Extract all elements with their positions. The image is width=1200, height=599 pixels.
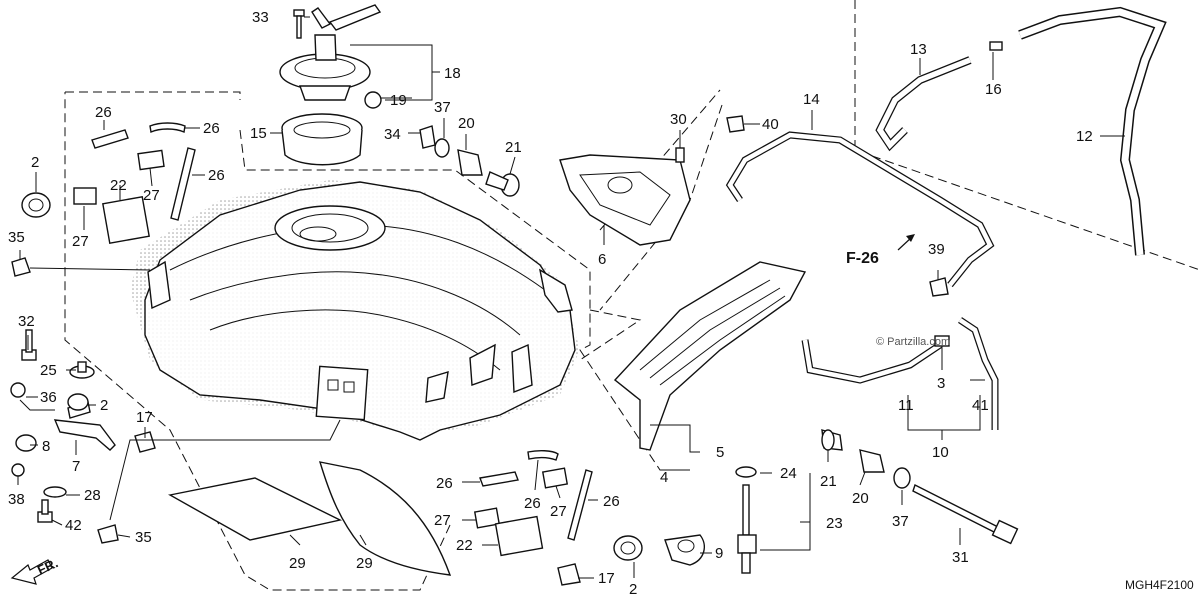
callout-26-f[interactable]: 26 — [603, 493, 620, 510]
callout-7[interactable]: 7 — [72, 458, 80, 475]
front-arrow: FR. — [10, 555, 60, 585]
watermark: © Partzilla.com — [876, 336, 950, 348]
callout-19[interactable]: 19 — [390, 92, 407, 109]
callout-22-b[interactable]: 22 — [456, 537, 473, 554]
callout-14[interactable]: 14 — [803, 91, 820, 108]
callout-34[interactable]: 34 — [384, 126, 401, 143]
callout-37-upper[interactable]: 37 — [434, 99, 451, 116]
callout-28[interactable]: 28 — [84, 487, 101, 504]
callout-29-b[interactable]: 29 — [356, 555, 373, 572]
callout-13[interactable]: 13 — [910, 41, 927, 58]
callout-37-lower[interactable]: 37 — [892, 513, 909, 530]
callout-22-a[interactable]: 22 — [110, 177, 127, 194]
side-cover-4-5 — [613, 261, 807, 451]
callout-36[interactable]: 36 — [40, 389, 57, 406]
clip-35-lower — [97, 524, 119, 544]
fuel-cap — [279, 4, 382, 101]
callout-26-b[interactable]: 26 — [203, 120, 220, 137]
pads-29 — [168, 461, 452, 576]
callout-26-e[interactable]: 26 — [524, 495, 541, 512]
rubber-set-lower — [473, 449, 593, 557]
callout-3[interactable]: 3 — [937, 375, 945, 392]
diagram-code: MGH4F2100 — [1125, 578, 1194, 592]
bolt-30 — [675, 147, 685, 163]
callout-26-c[interactable]: 26 — [208, 167, 225, 184]
callout-2-lower[interactable]: 2 — [629, 581, 637, 598]
fitting-16 — [989, 41, 1003, 51]
callout-25[interactable]: 25 — [40, 362, 57, 379]
callout-35-lower[interactable]: 35 — [135, 529, 152, 546]
clip-17-lower — [557, 563, 581, 586]
reference-label[interactable]: F-26 — [846, 250, 879, 267]
clip-40 — [726, 115, 745, 133]
hose-region-boundary — [854, 0, 1200, 271]
callout-27-b[interactable]: 27 — [72, 233, 89, 250]
grommet-set-upper — [419, 125, 520, 197]
screw-33 — [293, 9, 305, 39]
callout-23[interactable]: 23 — [826, 515, 843, 532]
callout-9[interactable]: 9 — [715, 545, 723, 562]
fuel-tank — [130, 180, 580, 441]
grommet-2-left — [21, 192, 51, 218]
callout-16[interactable]: 16 — [985, 81, 1002, 98]
callout-6[interactable]: 6 — [598, 251, 606, 268]
callout-2-upper[interactable]: 2 — [31, 154, 39, 171]
drain-9 — [664, 534, 706, 566]
callout-20-lower[interactable]: 20 — [852, 490, 869, 507]
rubber-set-left — [73, 122, 196, 244]
callout-1[interactable]: 2 — [100, 397, 108, 414]
callout-41[interactable]: 41 — [972, 397, 989, 414]
callout-10[interactable]: 10 — [932, 444, 949, 461]
callout-20-upper[interactable]: 20 — [458, 115, 475, 132]
clip-35-upper — [11, 257, 31, 277]
front-label: FR. — [35, 555, 60, 577]
callout-15[interactable]: 15 — [250, 125, 267, 142]
leader-lines — [17, 16, 1125, 579]
ring-15 — [281, 113, 363, 166]
bracket-6 — [559, 154, 691, 246]
callout-21-upper[interactable]: 21 — [505, 139, 522, 156]
grommet-set-lower — [821, 429, 1019, 545]
callout-33[interactable]: 33 — [252, 9, 269, 26]
fuel-level-sensor-23 — [735, 466, 757, 574]
callout-17-upper[interactable]: 17 — [136, 409, 153, 426]
callout-27-d[interactable]: 27 — [550, 503, 567, 520]
callout-24[interactable]: 24 — [780, 465, 797, 482]
callout-40[interactable]: 40 — [762, 116, 779, 133]
callout-11[interactable]: 11 — [898, 397, 914, 414]
hose-14-inner — [727, 132, 993, 287]
callout-26-a[interactable]: 26 — [95, 104, 112, 121]
callout-26-d[interactable]: 26 — [436, 475, 453, 492]
callouts: 33 18 19 15 37 34 20 21 26 26 26 27 22 2… — [8, 9, 1093, 598]
callout-8[interactable]: 8 — [42, 438, 50, 455]
callout-4[interactable]: 4 — [660, 469, 668, 486]
callout-39[interactable]: 39 — [928, 241, 945, 258]
callout-18[interactable]: 18 — [444, 65, 461, 82]
reference-arrowhead — [906, 234, 915, 242]
clip-39 — [929, 277, 949, 297]
callout-35-upper[interactable]: 35 — [8, 229, 25, 246]
callout-32[interactable]: 32 — [18, 313, 35, 330]
callout-5[interactable]: 5 — [716, 444, 724, 461]
callout-31[interactable]: 31 — [952, 549, 969, 566]
callout-12[interactable]: 12 — [1076, 128, 1093, 145]
callout-21-lower[interactable]: 21 — [820, 473, 837, 490]
callout-27-c[interactable]: 27 — [434, 512, 451, 529]
callout-29-a[interactable]: 29 — [289, 555, 306, 572]
callout-42[interactable]: 42 — [65, 517, 82, 534]
cushion-19 — [364, 91, 382, 109]
mounting-hardware-left — [10, 329, 116, 523]
grommet-2-lower — [613, 535, 643, 561]
callout-38[interactable]: 38 — [8, 491, 25, 508]
callout-17-lower[interactable]: 17 — [598, 570, 615, 587]
callout-30[interactable]: 30 — [670, 111, 687, 128]
callout-27-a[interactable]: 27 — [143, 187, 160, 204]
